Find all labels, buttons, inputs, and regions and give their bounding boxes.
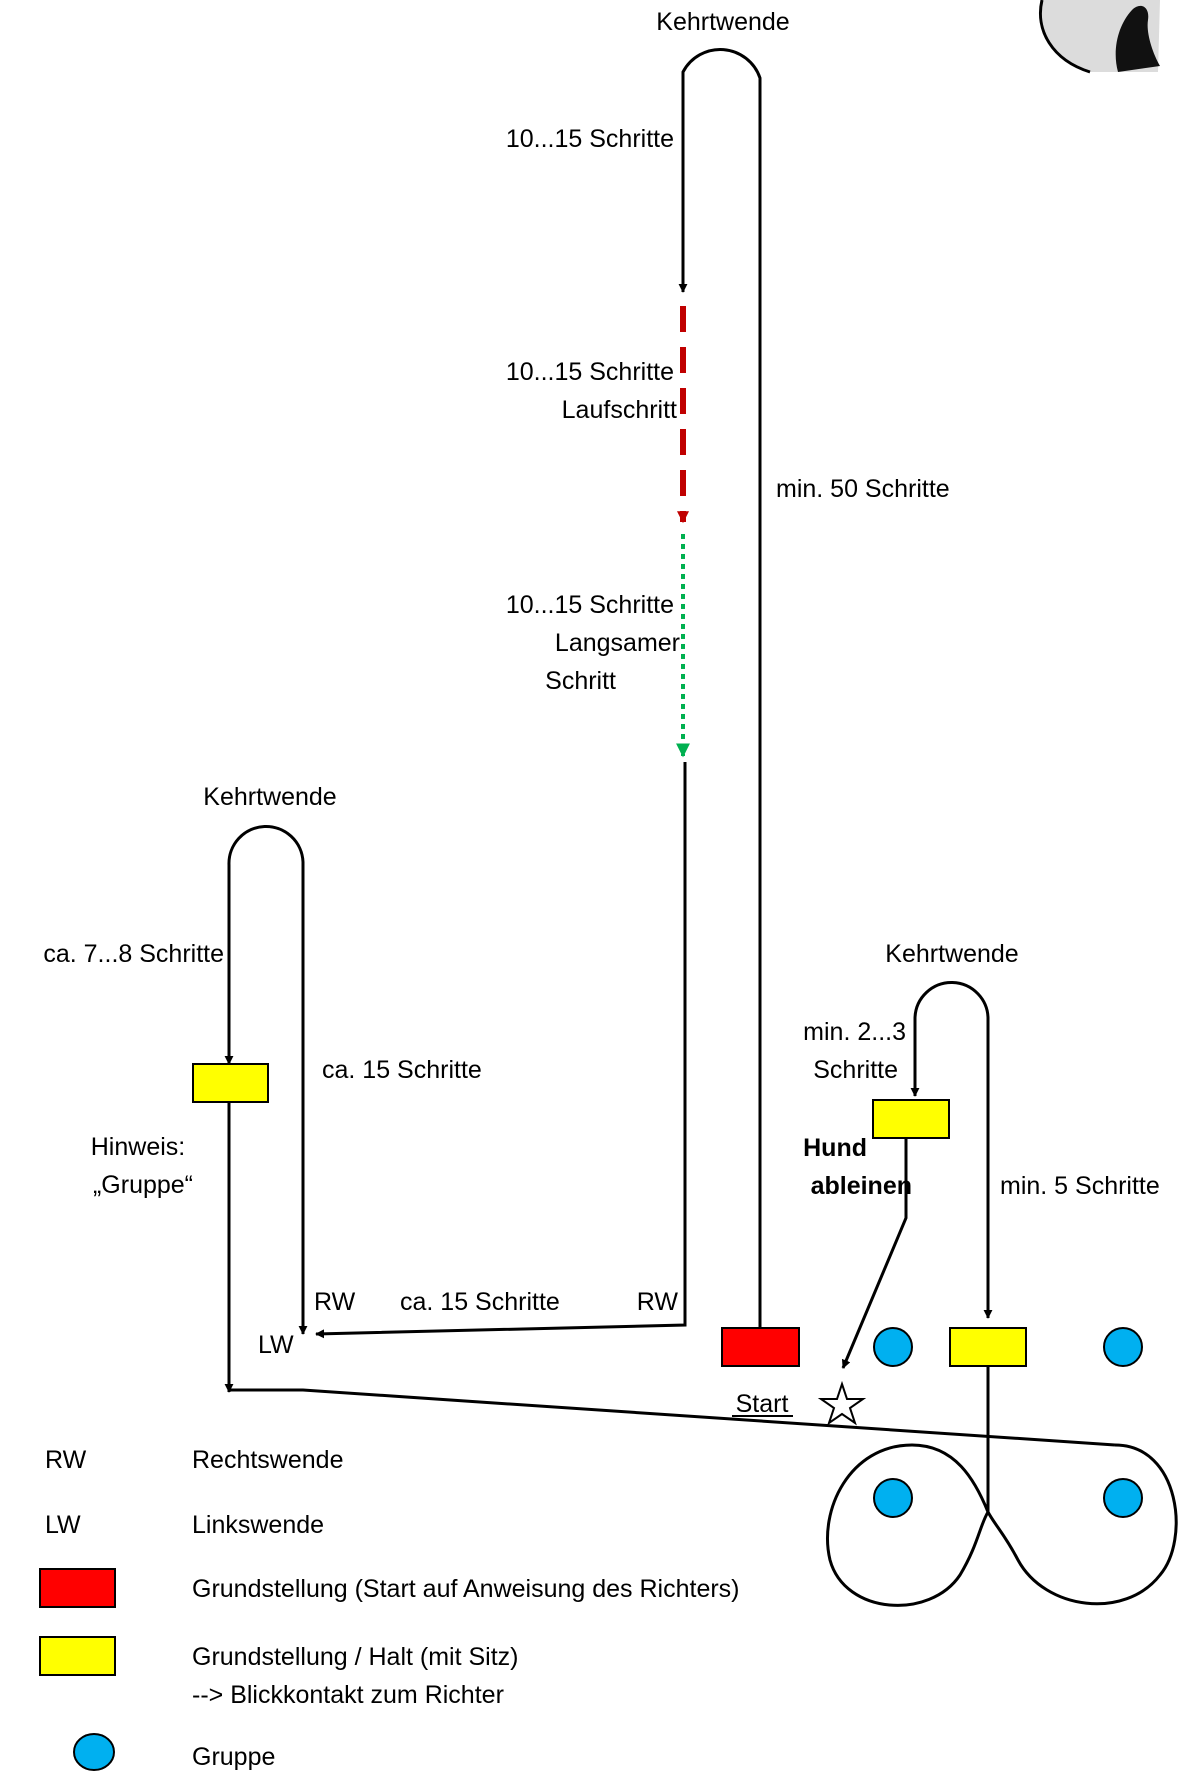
path-diagonal [229,1388,1116,1447]
star-icon [817,1380,867,1426]
label-min23: min. 2...3 [803,1018,906,1046]
label-langsamer: Langsamer [555,629,680,657]
start-box [721,1327,800,1367]
group-circle [1103,1478,1143,1518]
path-right-column [910,981,993,1319]
label-ca78: ca. 7...8 Schritte [43,940,224,968]
label-start: Start [736,1390,789,1418]
legend-text-lw: Linkswende [192,1511,324,1539]
label-gruppe-quote: „Gruppe“ [93,1171,193,1199]
label-min50: min. 50 Schritte [776,475,950,503]
legend-red-box [39,1568,116,1608]
label-lw: LW [258,1331,294,1359]
label-laufschritt: Laufschritt [562,396,677,424]
path-top-turn [678,47,762,1330]
label-kehrtwende-top: Kehrtwende [656,8,789,36]
legend-text-blickkontakt: --> Blickkontakt zum Richter [192,1681,504,1709]
label-rw-right: RW [637,1288,679,1316]
label-schritte: Schritte [813,1056,898,1084]
label-schritt: Schritt [545,667,616,695]
label-kehrtwende-left: Kehrtwende [203,783,336,811]
label-rw-left: RW [314,1288,356,1316]
halt-box-left [192,1063,269,1103]
legend: RW Rechtswende LW Linkswende Grundstellu… [39,1446,740,1771]
label-steps-langsam: 10...15 Schritte [506,591,674,619]
legend-key-lw: LW [45,1511,81,1539]
halt-box-right-lower [949,1327,1027,1367]
legend-text-start: Grundstellung (Start auf Anweisung des R… [192,1575,740,1603]
label-ca15-vertical: ca. 15 Schritte [322,1056,482,1084]
halt-box-right-upper [872,1099,950,1139]
label-steps-top: 10...15 Schritte [506,125,674,153]
label-hinweis: Hinweis: [91,1133,185,1161]
group-circle [873,1327,913,1367]
legend-text-gruppe: Gruppe [192,1743,275,1771]
group-circle [1103,1327,1143,1367]
legend-yellow-box [39,1636,116,1676]
legend-text-halt: Grundstellung / Halt (mit Sitz) [192,1643,519,1671]
label-steps-lauf: 10...15 Schritte [506,358,674,386]
legend-text-rw: Rechtswende [192,1446,343,1474]
path-left-column [224,824,308,1335]
label-min5: min. 5 Schritte [1000,1172,1160,1200]
legend-key-rw: RW [45,1446,87,1474]
group-circle [873,1478,913,1518]
path-return [315,762,687,1339]
label-ca15-horizontal: ca. 15 Schritte [400,1288,560,1316]
legend-blue-circle [73,1733,115,1771]
label-hund: Hund [803,1134,867,1162]
label-kehrtwende-right: Kehrtwende [885,940,1018,968]
dog-head-logo [1039,0,1160,74]
path-to-star [841,1136,908,1369]
label-ableinen: ableinen [811,1172,912,1200]
figure-eight-path [826,1443,1178,1607]
